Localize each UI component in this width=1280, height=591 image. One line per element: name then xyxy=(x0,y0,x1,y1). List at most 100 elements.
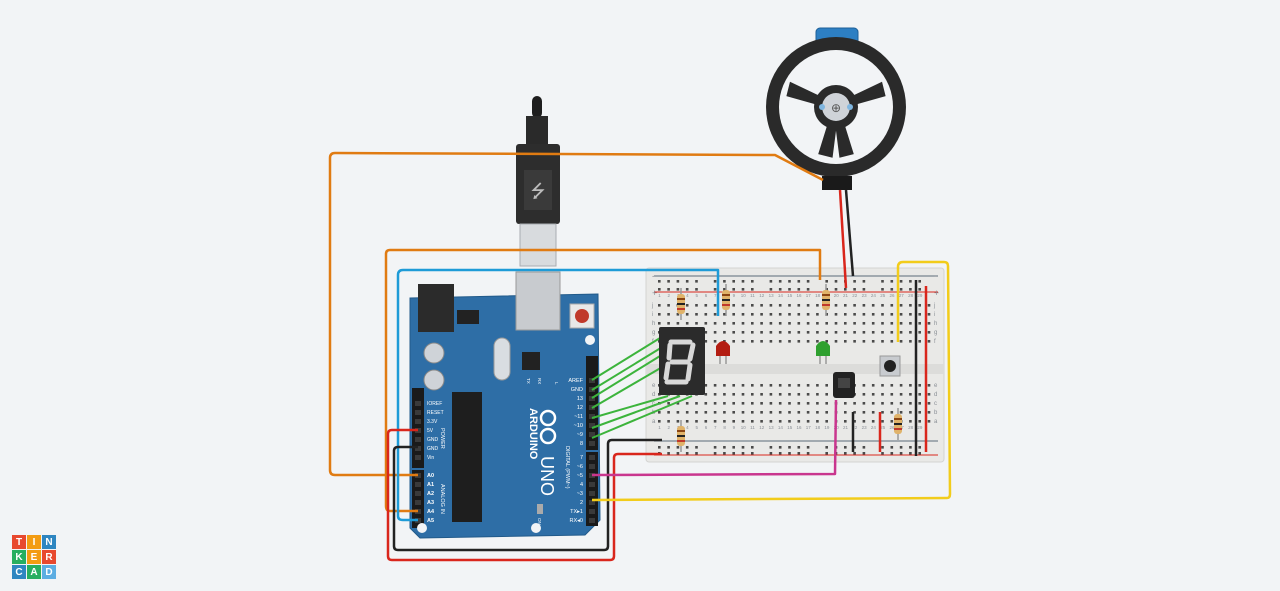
breadboard-hole[interactable] xyxy=(685,304,689,307)
breadboard-hole[interactable] xyxy=(816,340,819,343)
digital-pin[interactable] xyxy=(589,423,595,428)
breadboard-hole[interactable] xyxy=(723,322,726,325)
analog-pin[interactable] xyxy=(415,491,421,496)
breadboard-hole[interactable] xyxy=(741,313,745,316)
breadboard-hole[interactable] xyxy=(871,331,875,334)
breadboard-hole[interactable] xyxy=(760,331,763,334)
breadboard-hole[interactable] xyxy=(797,420,801,423)
breadboard-hole[interactable] xyxy=(695,402,698,405)
rail-hole[interactable] xyxy=(685,288,689,291)
breadboard-hole[interactable] xyxy=(881,331,884,334)
breadboard-hole[interactable] xyxy=(658,393,661,396)
rail-hole[interactable] xyxy=(862,280,866,283)
breadboard-hole[interactable] xyxy=(732,420,735,423)
breadboard-hole[interactable] xyxy=(825,340,828,343)
digital-pin[interactable] xyxy=(589,378,595,383)
breadboard-hole[interactable] xyxy=(844,322,847,325)
breadboard-hole[interactable] xyxy=(778,313,782,316)
breadboard-hole[interactable] xyxy=(862,420,866,423)
breadboard-hole[interactable] xyxy=(853,402,856,405)
rail-hole[interactable] xyxy=(778,288,782,291)
power-pin[interactable] xyxy=(415,446,421,451)
breadboard-hole[interactable] xyxy=(871,402,875,405)
breadboard-hole[interactable] xyxy=(806,340,810,343)
breadboard-hole[interactable] xyxy=(806,331,810,334)
rail-hole[interactable] xyxy=(741,452,745,455)
rail-hole[interactable] xyxy=(890,288,894,291)
breadboard-hole[interactable] xyxy=(890,420,894,423)
breadboard-hole[interactable] xyxy=(816,322,819,325)
power-pin[interactable] xyxy=(415,410,421,415)
digital-pin[interactable] xyxy=(589,500,595,505)
breadboard-hole[interactable] xyxy=(778,304,782,307)
rail-hole[interactable] xyxy=(778,280,782,283)
breadboard-hole[interactable] xyxy=(704,402,708,405)
breadboard-hole[interactable] xyxy=(816,402,819,405)
rail-hole[interactable] xyxy=(778,452,782,455)
breadboard-hole[interactable] xyxy=(704,313,708,316)
breadboard-hole[interactable] xyxy=(685,402,689,405)
digital-pin[interactable] xyxy=(589,441,595,446)
breadboard-hole[interactable] xyxy=(890,304,894,307)
breadboard-hole[interactable] xyxy=(667,411,670,414)
rail-hole[interactable] xyxy=(909,280,912,283)
rail-hole[interactable] xyxy=(853,446,856,449)
breadboard-hole[interactable] xyxy=(751,420,754,423)
rail-hole[interactable] xyxy=(713,280,717,283)
breadboard-hole[interactable] xyxy=(806,384,810,387)
breadboard-hole[interactable] xyxy=(844,340,847,343)
breadboard-hole[interactable] xyxy=(769,402,773,405)
breadboard-hole[interactable] xyxy=(788,393,791,396)
resistor[interactable] xyxy=(894,408,902,440)
digital-pin[interactable] xyxy=(589,464,595,469)
breadboard-hole[interactable] xyxy=(862,331,866,334)
digital-pin[interactable] xyxy=(589,509,595,514)
breadboard-hole[interactable] xyxy=(797,393,801,396)
power-pin[interactable] xyxy=(415,455,421,460)
breadboard-hole[interactable] xyxy=(778,420,782,423)
rail-hole[interactable] xyxy=(713,288,717,291)
breadboard-hole[interactable] xyxy=(760,420,763,423)
breadboard-hole[interactable] xyxy=(918,304,921,307)
wires[interactable] xyxy=(328,151,952,562)
breadboard-hole[interactable] xyxy=(871,340,875,343)
breadboard-hole[interactable] xyxy=(862,384,866,387)
breadboard-hole[interactable] xyxy=(778,384,782,387)
breadboard-hole[interactable] xyxy=(760,340,763,343)
breadboard-hole[interactable] xyxy=(853,420,856,423)
breadboard-hole[interactable] xyxy=(788,304,791,307)
rail-hole[interactable] xyxy=(676,280,680,283)
breadboard-hole[interactable] xyxy=(797,331,801,334)
breadboard-hole[interactable] xyxy=(704,384,708,387)
usb-cable[interactable]: ⭍ xyxy=(516,96,560,267)
breadboard-hole[interactable] xyxy=(704,420,708,423)
rail-hole[interactable] xyxy=(909,452,912,455)
breadboard-hole[interactable] xyxy=(667,402,670,405)
rail-hole[interactable] xyxy=(695,452,698,455)
breadboard-hole[interactable] xyxy=(685,313,689,316)
rail-hole[interactable] xyxy=(676,452,680,455)
breadboard-hole[interactable] xyxy=(871,322,875,325)
breadboard-hole[interactable] xyxy=(853,322,856,325)
rail-hole[interactable] xyxy=(899,452,903,455)
breadboard-hole[interactable] xyxy=(732,304,735,307)
breadboard-hole[interactable] xyxy=(909,340,912,343)
rail-hole[interactable] xyxy=(685,280,689,283)
breadboard-hole[interactable] xyxy=(881,304,884,307)
breadboard-hole[interactable] xyxy=(844,313,847,316)
breadboard-hole[interactable] xyxy=(862,402,866,405)
breadboard-hole[interactable] xyxy=(751,340,754,343)
breadboard-hole[interactable] xyxy=(676,420,680,423)
seven-segment-display[interactable] xyxy=(659,327,705,395)
breadboard-hole[interactable] xyxy=(732,331,735,334)
breadboard-hole[interactable] xyxy=(825,384,828,387)
breadboard-hole[interactable] xyxy=(825,411,828,414)
breadboard-hole[interactable] xyxy=(676,322,680,325)
rail-hole[interactable] xyxy=(788,288,791,291)
breadboard-hole[interactable] xyxy=(760,313,763,316)
breadboard-hole[interactable] xyxy=(918,384,921,387)
breadboard-hole[interactable] xyxy=(825,402,828,405)
breadboard-hole[interactable] xyxy=(658,313,661,316)
breadboard-hole[interactable] xyxy=(816,384,819,387)
